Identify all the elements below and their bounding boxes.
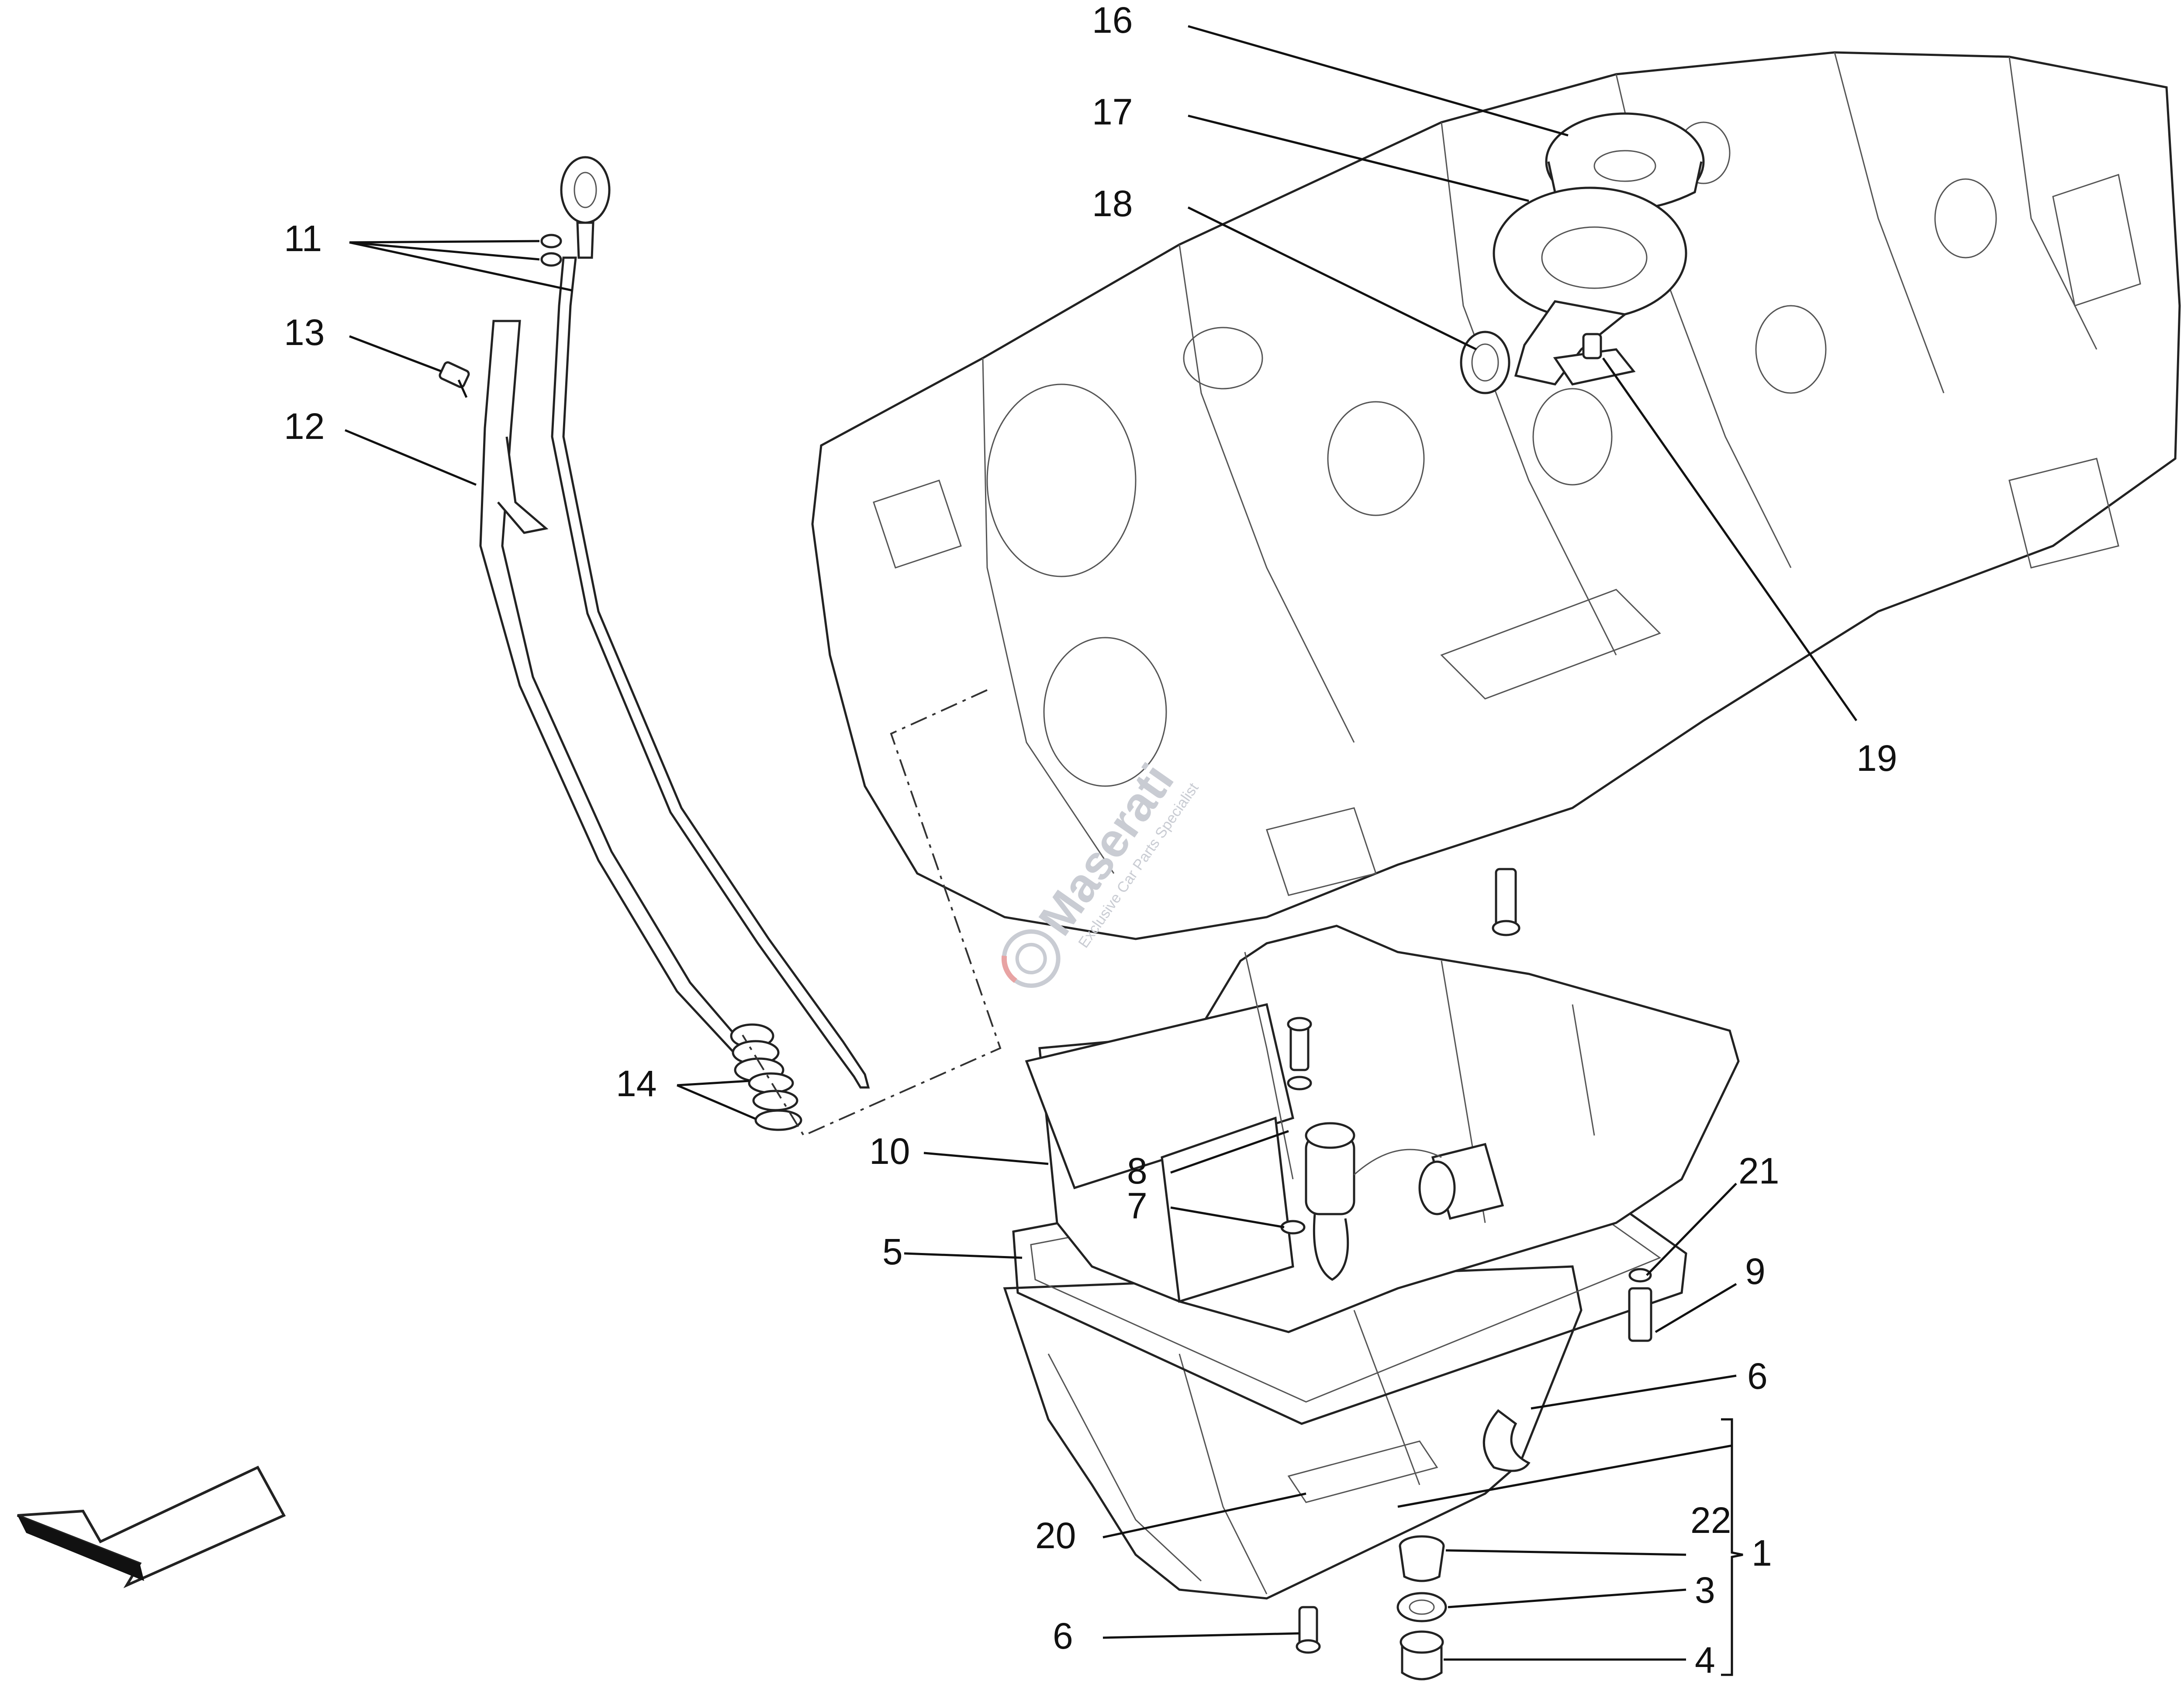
oil-level-sensor [1305, 1122, 1504, 1281]
callout-13: 12 [284, 406, 325, 447]
callout-22: 22 [1690, 1500, 1731, 1541]
callout-20: 20 [1035, 1515, 1076, 1556]
engine-block [811, 51, 2181, 940]
assembly-guide-line [742, 689, 1002, 1137]
direction-arrow-icon [17, 1466, 286, 1588]
callout-5: 5 [882, 1231, 903, 1272]
oil-neck-seal [1460, 331, 1510, 394]
leader-lines [345, 25, 1858, 1676]
top-bolt [1492, 868, 1521, 936]
pan-mount-bolt [1296, 1606, 1321, 1654]
oil-filler-neck [1493, 186, 1687, 386]
callout-11: 9 [1745, 1251, 1766, 1292]
sensor-bolt [1280, 1220, 1306, 1235]
oil-sump-pan [1003, 1265, 1583, 1600]
oil-return-seal [1482, 1409, 1531, 1472]
callout-8: 8 [1127, 1150, 1147, 1191]
dipstick-o-rings [540, 234, 562, 267]
baffle-bolt [1287, 1017, 1312, 1091]
callout-1: 1 [1752, 1532, 1772, 1574]
tube-bracket-bolt [439, 361, 470, 398]
callout-16: 16 [1092, 0, 1133, 41]
callout-17: 17 [1092, 91, 1133, 132]
watermark-logo-icon [1001, 929, 1061, 988]
drain-plug [1400, 1630, 1444, 1681]
callout-19: 19 [1856, 738, 1897, 779]
filler-neck-bolt [1582, 333, 1602, 359]
drain-plug-insert [1399, 1535, 1445, 1582]
side-bolt [1628, 1268, 1652, 1342]
dipstick-tube [479, 320, 784, 1083]
callout-14: 13 [284, 312, 325, 353]
callout-4: 4 [1695, 1639, 1715, 1681]
callout-12: 11 [284, 218, 322, 259]
drain-plug-washer [1396, 1592, 1447, 1622]
callout-18: 18 [1092, 183, 1133, 224]
callout-15: 14 [616, 1063, 657, 1104]
callout-21: 21 [1738, 1150, 1779, 1191]
callout-6: 6 [1053, 1615, 1073, 1656]
callout-3: 3 [1695, 1570, 1715, 1611]
callout-7: 7 [1127, 1185, 1147, 1226]
callout-10: 10 [869, 1131, 910, 1172]
tube-seal-rings [748, 1072, 802, 1131]
dipstick [551, 156, 870, 1089]
callout-labels: 16 17 18 19 11 13 12 14 10 5 8 7 21 9 6 … [284, 0, 1897, 1681]
callout-9: 6 [1747, 1356, 1768, 1397]
oil-baffle-housing [1025, 925, 1740, 1333]
